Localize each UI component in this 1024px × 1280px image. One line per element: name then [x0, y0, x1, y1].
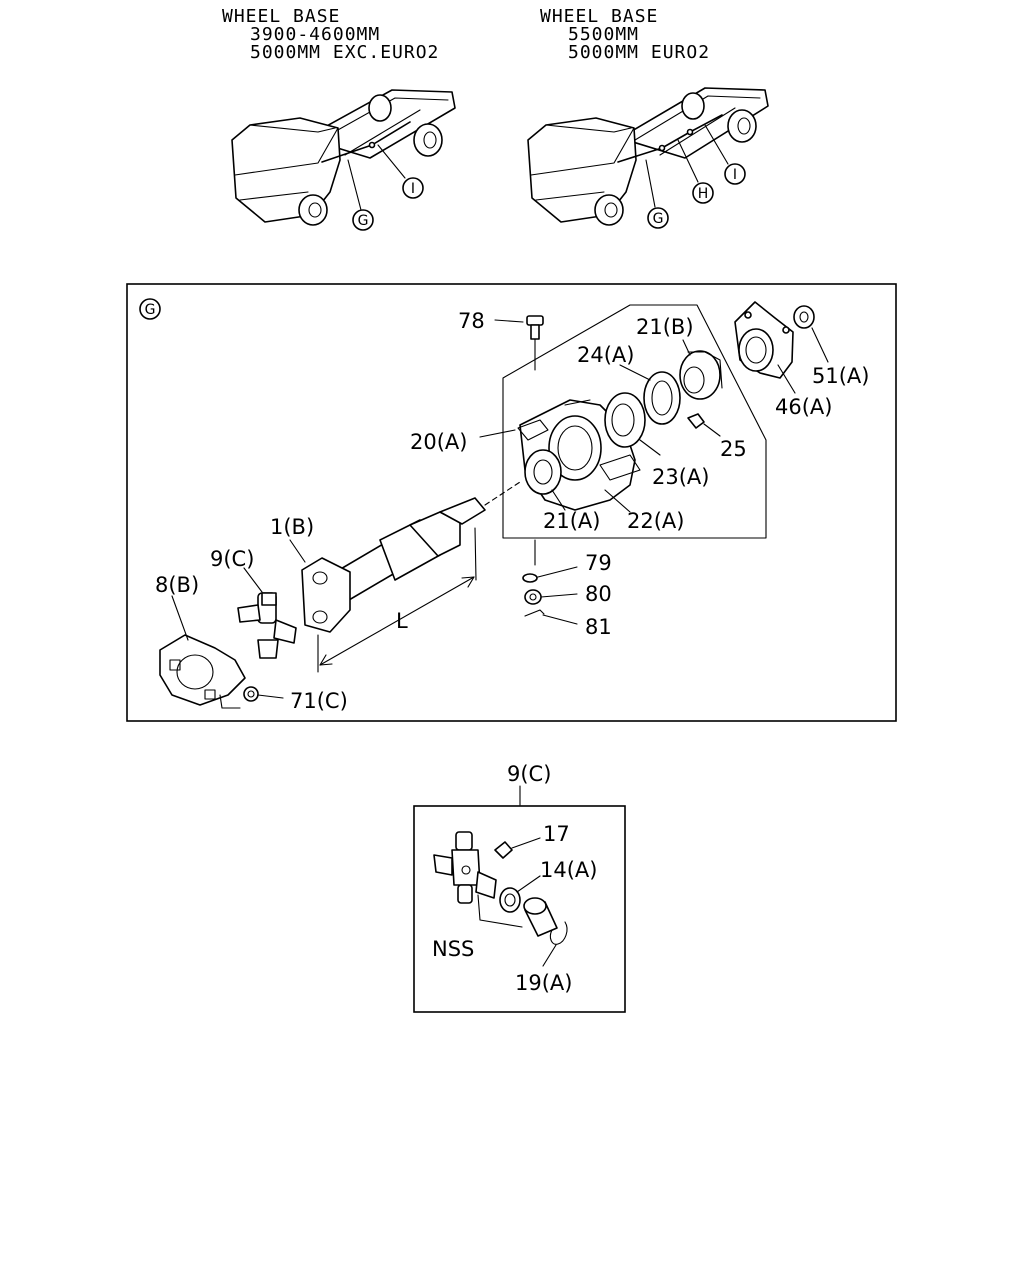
left-header-line-1: WHEEL BASE: [222, 6, 340, 27]
cross-9c: [237, 567, 297, 659]
ring-21b: [679, 339, 723, 400]
left-truck-illustration: G I: [231, 89, 456, 231]
cross-detail-panel: 9(C) 17 14(A): [413, 762, 626, 1013]
left-callout-g: [352, 209, 374, 231]
label-14a: 14(A): [540, 858, 597, 882]
detail-cross: [433, 831, 497, 904]
nut-80: [524, 589, 578, 605]
label-20a: 20(A): [410, 430, 467, 454]
propeller-shaft: [321, 481, 521, 611]
label-9c: 9(C): [210, 547, 254, 571]
ring-21a: [524, 449, 566, 511]
right-callout-i-label: I: [733, 167, 737, 183]
grease-nipple-25: [687, 413, 721, 437]
label-24a: 24(A): [577, 343, 634, 367]
left-header-line-2: 3900-4600MM: [250, 24, 380, 45]
seal-24a: [619, 364, 681, 425]
flange-46a: [734, 301, 796, 394]
right-header-line-3: 5000MM EURO2: [568, 42, 710, 63]
label-71c: 71(C): [290, 689, 348, 713]
yoke-1b: [289, 539, 351, 633]
label-81: 81: [585, 615, 612, 639]
dimension-l: [317, 527, 477, 673]
left-header-line-3: 5000MM EXC.EURO2: [250, 42, 439, 63]
label-1b: 1(B): [270, 515, 314, 539]
right-callout-i: [724, 163, 746, 185]
label-21a: 21(A): [543, 509, 600, 533]
nss-leader: [477, 894, 523, 928]
label-nss: NSS: [432, 937, 474, 961]
label-46a: 46(A): [775, 395, 832, 419]
detail-bearing-cup: [523, 897, 558, 937]
main-exploded-panel: G: [126, 283, 897, 722]
left-callout-i: [402, 177, 424, 199]
detail-grease-nipple-17: [494, 837, 541, 859]
label-8b: 8(B): [155, 573, 199, 597]
label-23a: 23(A): [652, 465, 709, 489]
nut-51a: [793, 305, 829, 363]
right-header-line-1: WHEEL BASE: [540, 6, 658, 27]
label-19a: 19(A): [515, 971, 572, 995]
right-callout-g-label: G: [653, 211, 664, 227]
label-22a: 22(A): [627, 509, 684, 533]
detail-title: 9(C): [507, 762, 551, 786]
section-tag-g-label: G: [145, 302, 156, 318]
bolt-78: [494, 315, 544, 371]
left-callout-i-label: I: [411, 181, 415, 197]
detail-seal-14a: [499, 875, 541, 913]
right-wheelbase-header: WHEEL BASE 5500MM 5000MM EURO2: [540, 6, 710, 63]
label-dimension-l: L: [396, 609, 408, 633]
section-tag-g: [139, 298, 161, 320]
label-51a: 51(A): [812, 364, 869, 388]
right-truck-illustration: G H I: [527, 87, 769, 229]
flange-8b: [159, 595, 246, 709]
detail-snap-ring-19a: [542, 921, 568, 967]
label-25: 25: [720, 437, 747, 461]
right-header-line-2: 5500MM: [568, 24, 639, 45]
bearing-23a: [604, 392, 661, 456]
washer-79: [522, 539, 578, 583]
right-callout-g: [647, 207, 669, 229]
right-callout-h: [692, 182, 714, 204]
center-bearing-group-outline: [502, 304, 767, 539]
washer-71c: [243, 686, 284, 702]
label-21b: 21(B): [636, 315, 694, 339]
label-79: 79: [585, 551, 612, 575]
left-callout-g-label: G: [358, 213, 369, 229]
right-callout-h-label: H: [698, 186, 709, 202]
cotter-pin-81: [524, 609, 578, 625]
label-80: 80: [585, 582, 612, 606]
left-wheelbase-header: WHEEL BASE 3900-4600MM 5000MM EXC.EURO2: [222, 6, 439, 63]
label-17: 17: [543, 822, 570, 846]
label-78: 78: [458, 309, 485, 333]
